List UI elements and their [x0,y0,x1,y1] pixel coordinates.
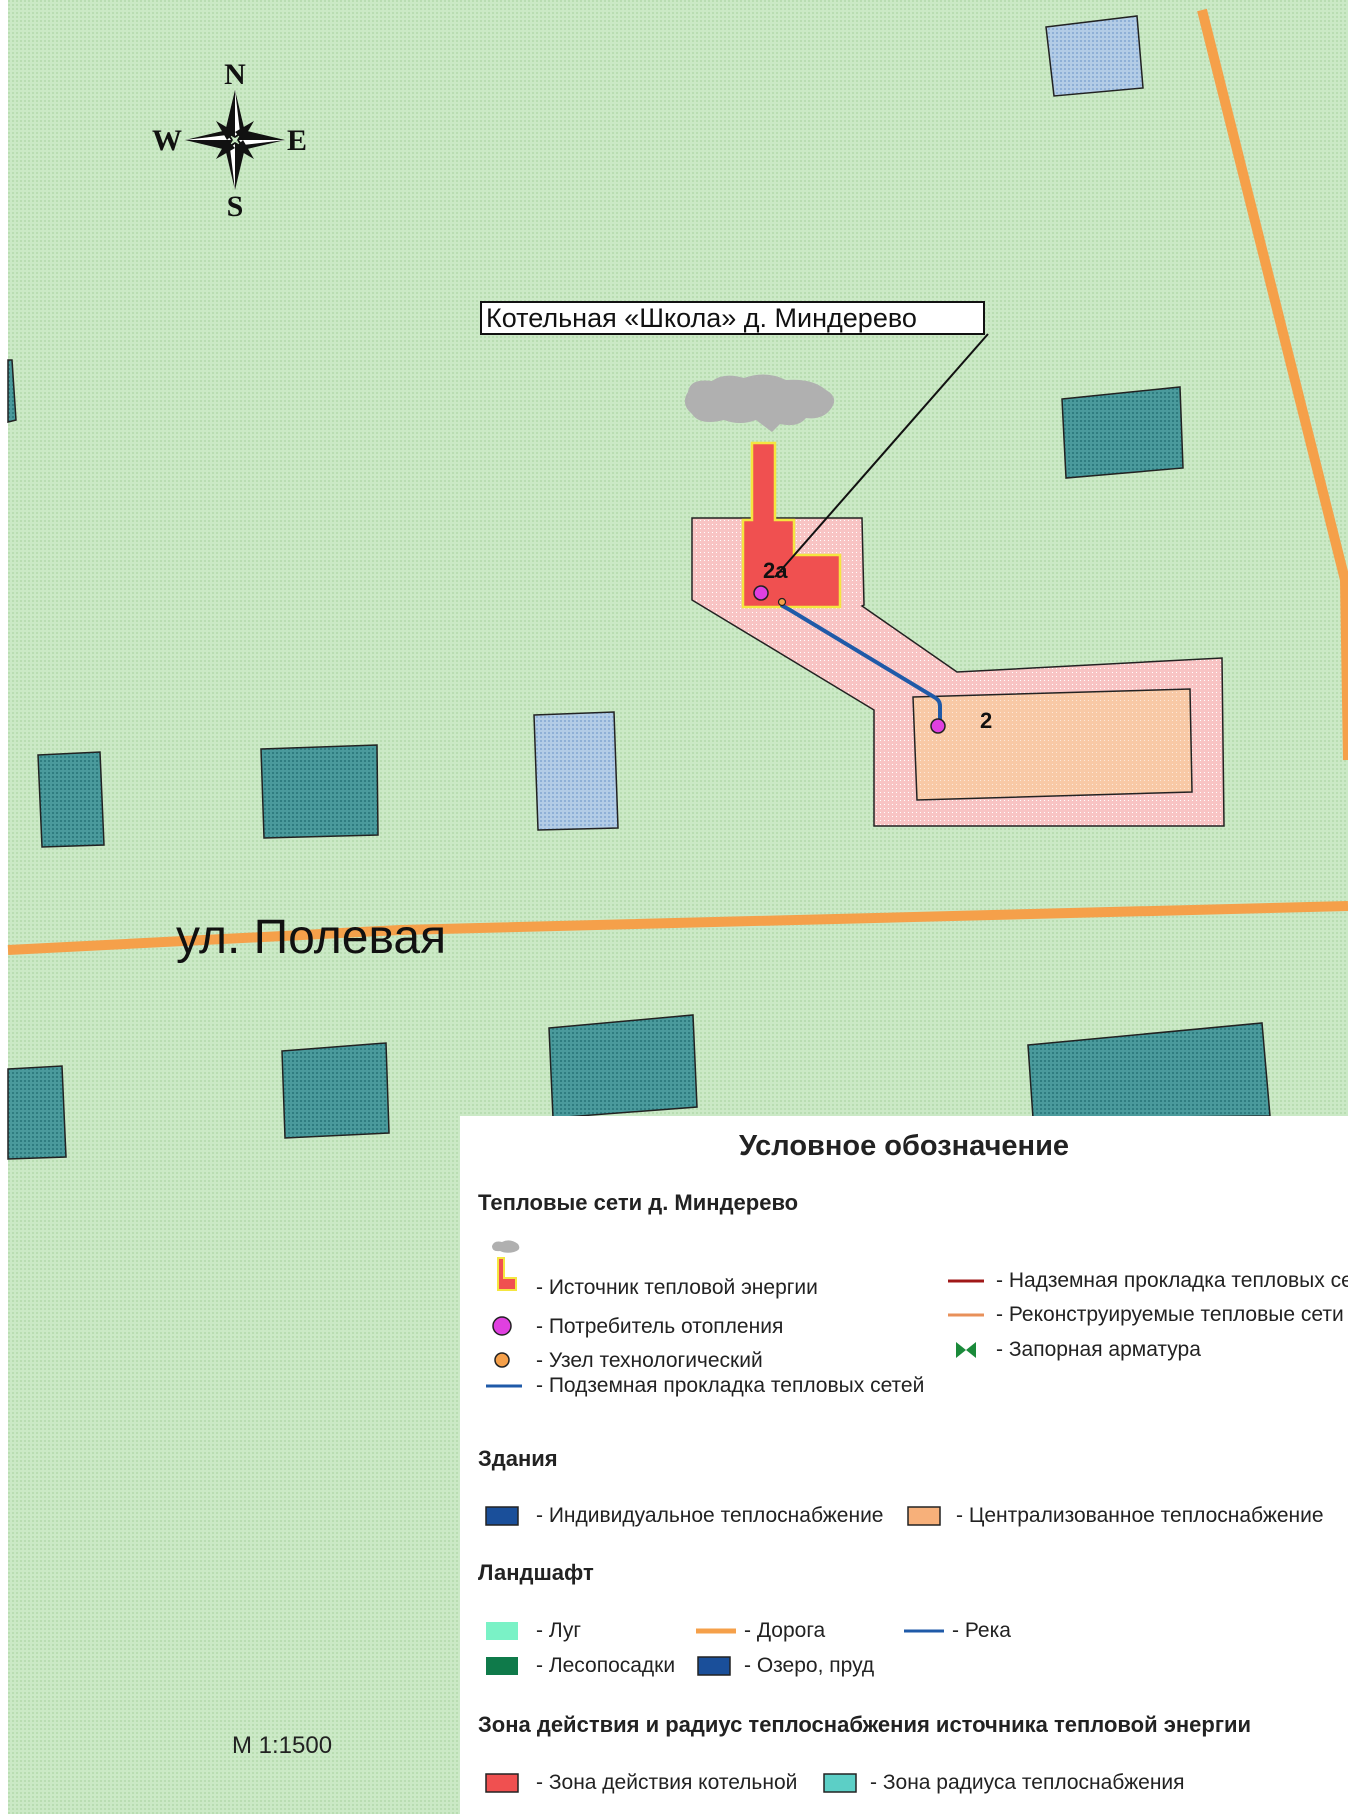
building-light-blue[interactable] [1045,15,1144,97]
consumer-point-2[interactable] [930,718,946,734]
building-individual[interactable] [37,751,105,848]
road-polevaya [7,901,1348,955]
legend-underground-icon [486,1384,522,1388]
underground-pipe [780,603,942,725]
consumer-id-label: 2 [980,708,992,733]
technological-node[interactable] [777,597,787,607]
legend-centralized-icon [907,1506,941,1526]
compass-west: W [152,124,182,157]
legend-individual-icon [485,1506,519,1526]
legend-valve-icon [956,1342,976,1358]
compass-north: N [224,58,246,91]
building-individual[interactable] [1061,386,1184,479]
building-individual[interactable] [281,1042,390,1139]
legend-meadow-icon [486,1622,518,1640]
legend-item-centralized: - Централизованное теплоснабжение [956,1504,1324,1527]
legend-consumer-icon [492,1316,512,1336]
legend-item-river: - Река [952,1619,1011,1642]
heat-source-boiler[interactable] [741,441,842,609]
legend-river-icon [904,1629,944,1633]
legend-boiler-zone-icon [485,1773,519,1793]
legend-section-networks: Тепловые сети д. Миндерево [478,1190,799,1215]
source-id-label: 2а [763,558,788,583]
legend-node-icon [494,1352,510,1368]
legend-road-icon [696,1628,736,1634]
scale-label: М 1:1500 [232,1732,333,1759]
building-individual[interactable] [548,1014,698,1119]
building-individual[interactable] [260,744,379,839]
legend-item-individual: - Индивидуальное теплоснабжение [536,1504,884,1527]
legend-item-boiler-zone: - Зона действия котельной [536,1771,798,1794]
legend-item-forest: - Лесопосадки [536,1654,676,1677]
compass-south: S [227,190,244,223]
smoke-icon [684,374,835,432]
legend-item-meadow: - Луг [536,1619,582,1642]
legend-item-consumer: - Потребитель отопления [536,1315,784,1338]
legend-forest-icon [486,1657,518,1675]
boiler-callout-label: Котельная «Школа» д. Миндерево [480,301,985,335]
legend-item-reconstructed: - Реконструируемые тепловые сети [996,1303,1344,1326]
compass-east: E [287,124,307,157]
street-label: ул. Полевая [176,911,447,964]
road-east [1197,8,1348,761]
callout-leader-line [774,333,989,578]
legend-section-landscape: Ландшафт [478,1560,594,1585]
legend-item-overground: - Надземная прокладка тепловых сетей [996,1269,1348,1292]
compass-rose [185,90,285,190]
building-individual[interactable] [7,1065,67,1160]
building-light-blue[interactable] [533,711,619,831]
building-individual[interactable] [7,359,17,423]
legend-overground-icon [948,1279,984,1283]
legend-lake-icon [697,1656,731,1676]
legend-radius-zone-icon [823,1773,857,1793]
left-border [0,0,8,1814]
legend-section-zones: Зона действия и радиус теплоснабжения ис… [478,1712,1252,1737]
legend-section-buildings: Здания [478,1446,558,1471]
legend-item-road: - Дорога [744,1619,826,1642]
legend-item-lake: - Озеро, пруд [744,1654,875,1677]
legend-source-icon [492,1240,520,1291]
consumer-point-2a[interactable] [753,585,769,601]
legend-item-radius-zone: - Зона радиуса теплоснабжения [870,1771,1185,1794]
legend-panel: Условное обозначение Тепловые сети д. Ми… [460,1116,1348,1814]
legend-title: Условное обозначение [738,1130,1070,1162]
legend-item-underground: - Подземная прокладка тепловых сетей [536,1374,925,1397]
legend-item-node: - Узел технологический [536,1349,763,1372]
legend-reconstructed-icon [948,1313,984,1317]
legend-item-valve: - Запорная арматура [996,1338,1201,1361]
legend-item-source: - Источник тепловой энергии [536,1276,818,1299]
building-centralized[interactable] [912,688,1193,801]
